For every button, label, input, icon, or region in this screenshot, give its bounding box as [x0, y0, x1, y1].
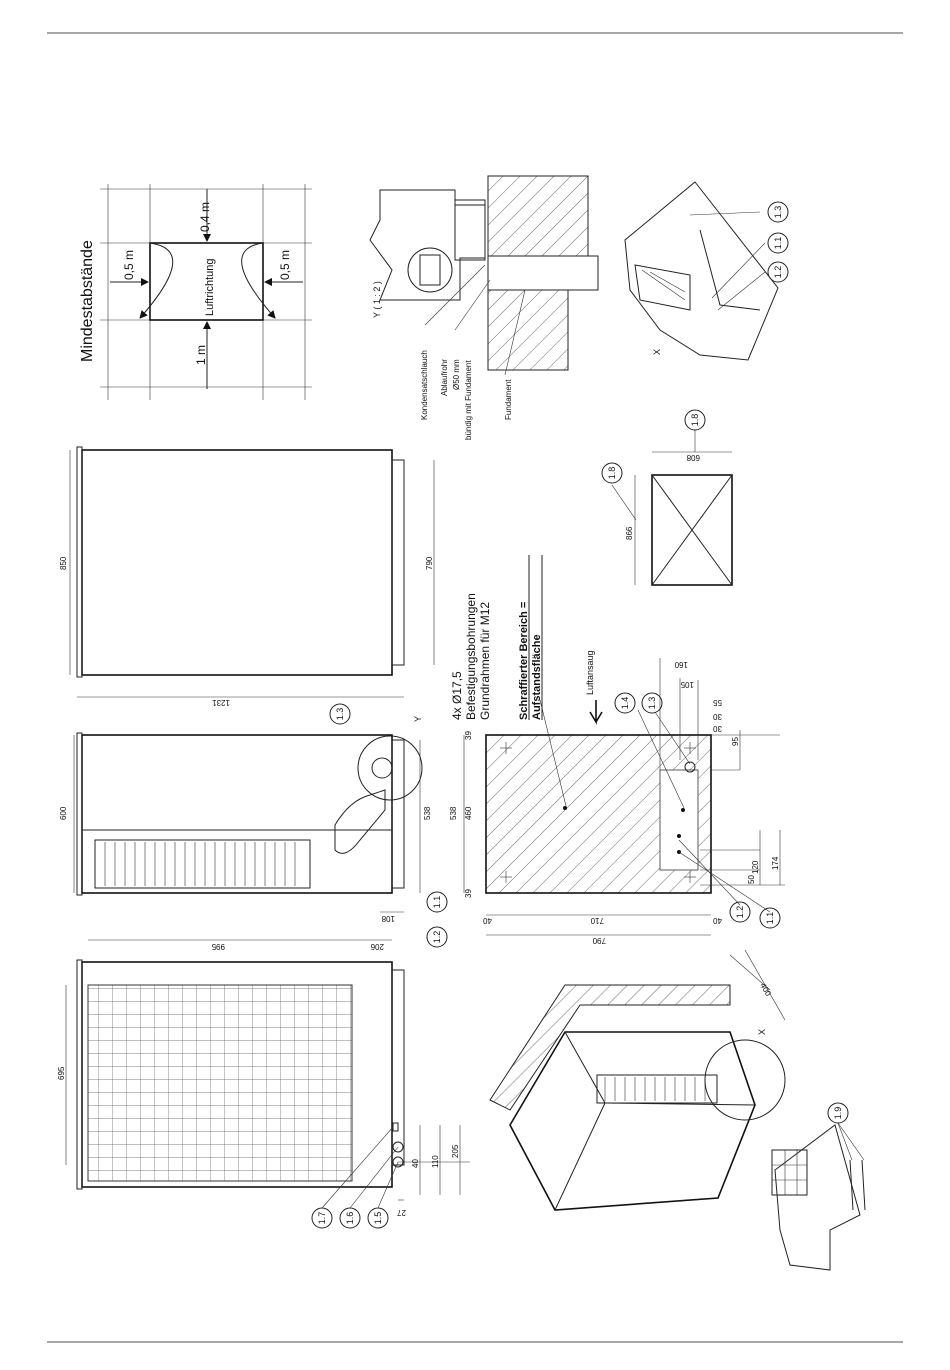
svg-text:1.9: 1.9 — [833, 1107, 843, 1120]
fp-dim-710: 710 — [590, 916, 604, 925]
svg-text:1.8: 1.8 — [690, 414, 700, 427]
fp-dim-174: 174 — [771, 856, 780, 870]
clearance-right: 0,5 m — [278, 250, 292, 280]
side-view — [69, 446, 435, 698]
detail-x-label: X — [652, 349, 662, 355]
front-width-dim: 600 — [59, 806, 68, 820]
callout-x-1-1: 1.1 — [767, 232, 789, 254]
frame-width-dim: 866 — [625, 526, 634, 540]
rear-dim-40: 40 — [411, 1159, 420, 1168]
clearance-title: Mindestabstände — [79, 240, 96, 362]
callout-frame-1-8a: 1.8 — [601, 462, 623, 484]
front-view — [73, 732, 423, 913]
flush-label: bündig mit Fundament — [464, 360, 473, 440]
fp-dim-95: 95 — [731, 737, 740, 746]
fp-dim-30b: 30 — [713, 724, 722, 733]
svg-text:1.3: 1.3 — [335, 708, 345, 721]
fp-dim-40b: 40 — [713, 916, 722, 925]
hatched-area-label-2: Aufstandsfläche — [531, 634, 543, 720]
callout-front-1-2: 1.2 — [426, 926, 448, 948]
callout-fp-1-4: 1.4 — [614, 692, 636, 714]
detail-y-ref: Y — [413, 716, 423, 722]
airflow-label: Luftrichtung — [204, 259, 216, 316]
drain-diameter-label: Ø50 mm — [452, 359, 461, 390]
detail-y-label: Y ( 1 : 2 ) — [372, 281, 382, 318]
rear-side-dim: 206 — [370, 942, 384, 951]
svg-text:1.2: 1.2 — [432, 931, 442, 944]
callout-rear-1-6: 1.6 — [339, 1207, 361, 1229]
fp-dim-39b: 39 — [464, 889, 473, 898]
callout-front-1-3: 1.3 — [329, 703, 351, 725]
clearance-bottom: 1 m — [194, 345, 208, 365]
callout-frame-1-8b: 1.8 — [684, 409, 706, 431]
svg-text:1.2: 1.2 — [773, 266, 783, 279]
fp-dim-120: 120 — [751, 860, 760, 874]
detail-y — [369, 175, 599, 376]
front-base-dim: 538 — [423, 806, 432, 820]
fp-dim-538: 538 — [449, 806, 458, 820]
callout-fp-1-3: 1.3 — [641, 692, 663, 714]
side-depth-dim: 790 — [425, 556, 434, 570]
rear-dim-205: 205 — [451, 1144, 460, 1158]
clearance-left: 0,5 m — [122, 250, 136, 280]
clearance-top: 0,4 m — [198, 202, 212, 232]
svg-text:1.7: 1.7 — [317, 1212, 327, 1225]
fp-dim-39a: 39 — [464, 731, 473, 740]
callout-rear-1-7: 1.7 — [311, 1207, 333, 1229]
fp-dim-50: 50 — [747, 875, 756, 884]
svg-text:1.1: 1.1 — [432, 896, 442, 909]
hatched-area-label-1: Schraffierter Bereich = — [518, 602, 530, 720]
svg-text:1.1: 1.1 — [765, 912, 775, 925]
callout-rear-1-5: 1.5 — [367, 1207, 389, 1229]
side-length-dim: 1231 — [212, 698, 230, 707]
fp-dim-55: 55 — [713, 698, 722, 707]
foundation-label: Fundament — [504, 379, 513, 420]
svg-text:1.4: 1.4 — [620, 697, 630, 710]
detail-x — [624, 181, 779, 361]
callout-persp-1-9: 1.9 — [827, 1102, 849, 1124]
fp-dim-105: 105 — [680, 680, 694, 689]
svg-text:1.1: 1.1 — [773, 237, 783, 250]
rear-view — [65, 939, 470, 1201]
rear-dim-110: 110 — [431, 1155, 440, 1168]
side-height-dim: 850 — [59, 556, 68, 570]
svg-text:1.6: 1.6 — [345, 1212, 355, 1225]
perspective-view — [489, 949, 866, 1271]
svg-text:1.3: 1.3 — [773, 206, 783, 219]
rear-height-dim: 695 — [57, 1066, 66, 1080]
svg-text:1.5: 1.5 — [373, 1212, 383, 1225]
foundation-plan — [463, 658, 785, 936]
air-intake-label: Luftansaug — [585, 650, 595, 695]
fp-dim-790: 790 — [592, 936, 606, 945]
drain-pipe-label: Ablaufrohr — [440, 359, 449, 396]
base-frame — [611, 430, 733, 586]
fp-dim-40a: 40 — [483, 916, 492, 925]
fp-dim-30a: 30 — [713, 712, 722, 721]
callout-front-1-1: 1.1 — [426, 891, 448, 913]
callout-x-1-3: 1.3 — [767, 201, 789, 223]
clearance-diagram — [100, 184, 312, 400]
callout-fp-1-1: 1.1 — [759, 907, 781, 929]
holes-desc-2: Grundrahmen für M12 — [478, 602, 492, 720]
front-offset-dim: 108 — [381, 914, 395, 923]
callout-fp-1-2: 1.2 — [729, 901, 751, 923]
callout-x-1-2: 1.2 — [767, 261, 789, 283]
rear-dim-27: 27 — [397, 1208, 406, 1217]
svg-text:1.8: 1.8 — [607, 467, 617, 480]
svg-text:1.3: 1.3 — [647, 697, 657, 710]
rear-width-dim: 995 — [211, 942, 225, 951]
svg-text:1.2: 1.2 — [735, 906, 745, 919]
condensate-hose-label: Kondensatschlauch — [420, 350, 429, 420]
fp-dim-460: 460 — [464, 806, 473, 820]
frame-depth-dim: 608 — [686, 453, 700, 462]
holes-desc-1: Befestigungsbohrungen — [464, 593, 478, 720]
holes-spec: 4x Ø17,5 — [450, 671, 464, 720]
fp-dim-160: 160 — [674, 660, 688, 669]
perspective-detail-x: X — [757, 1029, 767, 1035]
